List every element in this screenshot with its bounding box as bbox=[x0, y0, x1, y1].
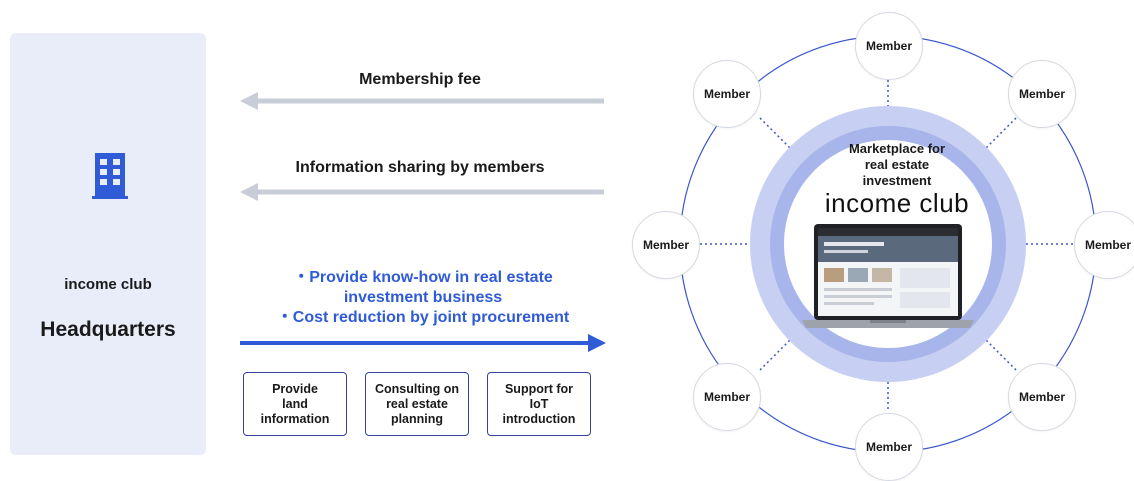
provide-line-3: ・Cost reduction by joint procurement bbox=[276, 309, 570, 326]
marketplace-line-3: investment bbox=[862, 173, 932, 188]
information-sharing-arrowhead bbox=[240, 183, 258, 201]
service-text-line: Provide bbox=[272, 381, 318, 396]
service-box-iot-support: Support for IoT introduction bbox=[487, 372, 591, 436]
provide-list: ・Provide know-how in real estate investm… bbox=[240, 268, 606, 328]
member-node-top: Member bbox=[855, 12, 923, 80]
laptop-screenshot-image bbox=[802, 224, 974, 328]
member-node-bottom-right: Member bbox=[1008, 363, 1076, 431]
member-node-bottom-left: Member bbox=[693, 363, 761, 431]
provide-arrowhead bbox=[588, 334, 606, 352]
member-node-bottom: Member bbox=[855, 413, 923, 481]
member-node-top-right: Member bbox=[1008, 60, 1076, 128]
member-node-top-left: Member bbox=[693, 60, 761, 128]
provide-line-1: ・Provide know-how in real estate bbox=[293, 269, 553, 286]
member-node-left: Member bbox=[632, 211, 700, 279]
income-club-brand: income club bbox=[824, 188, 970, 218]
service-text-line: introduction bbox=[502, 411, 576, 426]
provide-line-2: investment business bbox=[343, 289, 503, 306]
service-text-line: real estate bbox=[386, 396, 448, 411]
service-text-line: planning bbox=[390, 411, 444, 426]
marketplace-line-2: real estate bbox=[864, 157, 930, 172]
membership-fee-label: Membership fee bbox=[359, 71, 481, 88]
service-text-line: Consulting on bbox=[374, 381, 459, 396]
service-text-line: Support for bbox=[504, 381, 574, 396]
headquarters-panel: income club Headquarters bbox=[10, 33, 206, 455]
flow-arrows bbox=[240, 92, 606, 352]
hq-title: Headquarters bbox=[40, 318, 176, 341]
building-icon bbox=[92, 153, 128, 199]
marketplace-caption: Marketplace for real estate investment bbox=[800, 141, 994, 189]
membership-fee-arrowhead bbox=[240, 92, 258, 110]
marketplace-line-1: Marketplace for bbox=[848, 141, 946, 156]
hq-name: income club bbox=[64, 276, 152, 293]
service-box-consulting: Consulting on real estate planning bbox=[365, 372, 469, 436]
service-text-line: IoT bbox=[529, 396, 549, 411]
information-sharing-label: Information sharing by members bbox=[295, 159, 545, 176]
service-text-line: information bbox=[260, 411, 330, 426]
member-node-right: Member bbox=[1074, 211, 1134, 279]
service-text-line: land bbox=[282, 396, 308, 411]
service-box-land-information: Provide land information bbox=[243, 372, 347, 436]
